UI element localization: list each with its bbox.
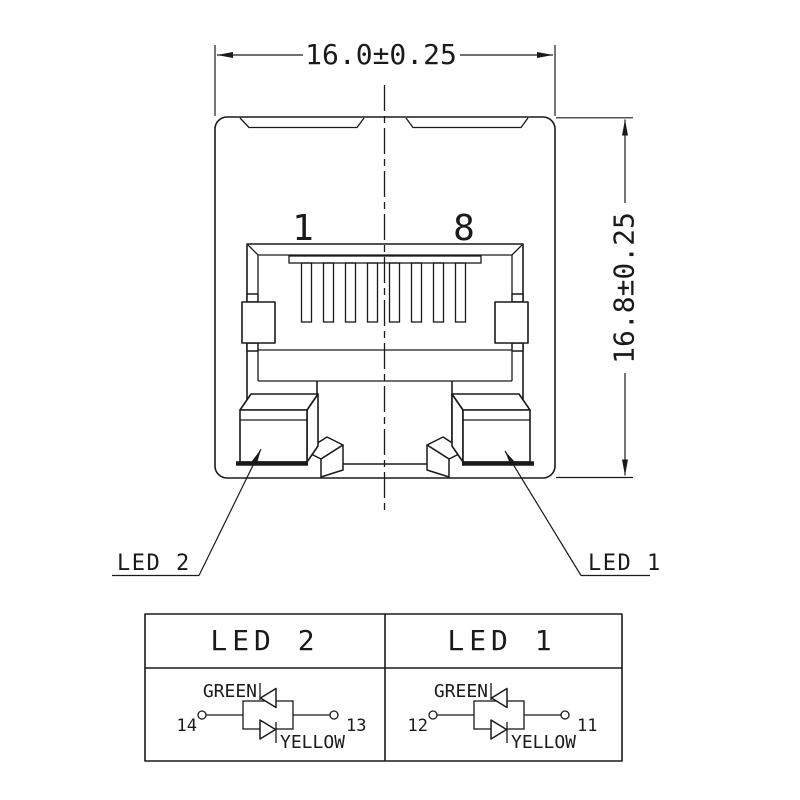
led1-green-diode-triangle [490,687,508,709]
led2-callout: LED 2 [112,448,262,577]
led2-leader-arrow [198,448,262,576]
pin-label-1: 1 [292,208,314,249]
table-border [144,613,623,762]
jack-opening-inner-sides-upper [257,255,513,294]
right-latch-front-face [426,444,450,478]
right-pocket-notch-bottom [511,342,524,352]
led2-callout-label: LED 2 [117,551,191,576]
connector-front-view: 1 8 [214,85,556,511]
led1-left-terminal [428,710,438,720]
contact-comb-bar [288,255,482,264]
led1-right-terminal [560,710,570,720]
height-dimension-text: 16.8±0.25 [608,212,641,364]
table-header-led1: LED 1 [447,624,556,657]
pin-7 [432,262,445,323]
led2-left-terminal [197,710,207,720]
latch-blocks [304,436,466,478]
led2-circuit: 14 13 GREEN YELLOW [177,681,367,753]
led1-callout: LED 1 [504,450,662,577]
left-latch-front-face [320,444,344,478]
pin-1 [300,262,313,323]
pin-8 [454,262,467,323]
table-header-led2: LED 2 [210,624,319,657]
left-pocket-notch-top [246,293,259,303]
side-pockets [241,293,529,352]
led1-circuit: 12 11 GREEN YELLOW [408,681,598,753]
led1-yellow-label: YELLOW [511,732,576,753]
top-notch-right [405,117,529,129]
pin-6 [410,262,423,323]
led1-green-label: GREEN [434,681,488,702]
right-pocket-notch-top [511,293,524,303]
pin-4 [366,262,379,323]
led2-green-label: GREEN [203,681,257,702]
top-notch-left [239,117,365,129]
pin-5 [388,262,401,323]
led2-green-diode-triangle [259,687,277,709]
led1-block-top-face [451,393,531,411]
width-dimension-text: 16.0±0.25 [305,38,457,71]
led-circuit-table: LED 2 LED 1 14 13 GREEN YELLOW 12 [144,613,623,762]
pin-3 [344,262,357,323]
left-pocket-notch-bottom [246,342,259,352]
led2-right-terminal [329,710,339,720]
right-side-pocket [494,301,529,344]
led1-right-pin-number: 11 [577,716,597,736]
led2-right-pin-number: 13 [346,716,366,736]
led2-block-front-face [239,409,308,463]
pin-2 [322,262,335,323]
jack-opening-inner-sides-lower [257,351,513,381]
led1-yellow-diode-triangle [490,719,508,740]
led2-left-pin-number: 14 [177,716,197,736]
left-side-pocket [241,301,276,344]
pin-label-8: 8 [453,208,475,249]
width-dimension: 16.0±0.25 [214,38,556,116]
jack-opening-inner-top [247,244,523,256]
led1-callout-label: LED 1 [588,551,662,576]
height-dimension: 16.8±0.25 [556,117,641,479]
led1-left-pin-number: 12 [408,716,428,736]
led2-yellow-diode-triangle [259,719,277,740]
led-blocks [236,393,534,466]
led2-block-top-face [239,393,319,411]
led1-block-front-face [462,409,531,463]
contact-pins [300,262,467,323]
led2-yellow-label: YELLOW [280,732,345,753]
led1-leader-arrow [504,450,582,576]
